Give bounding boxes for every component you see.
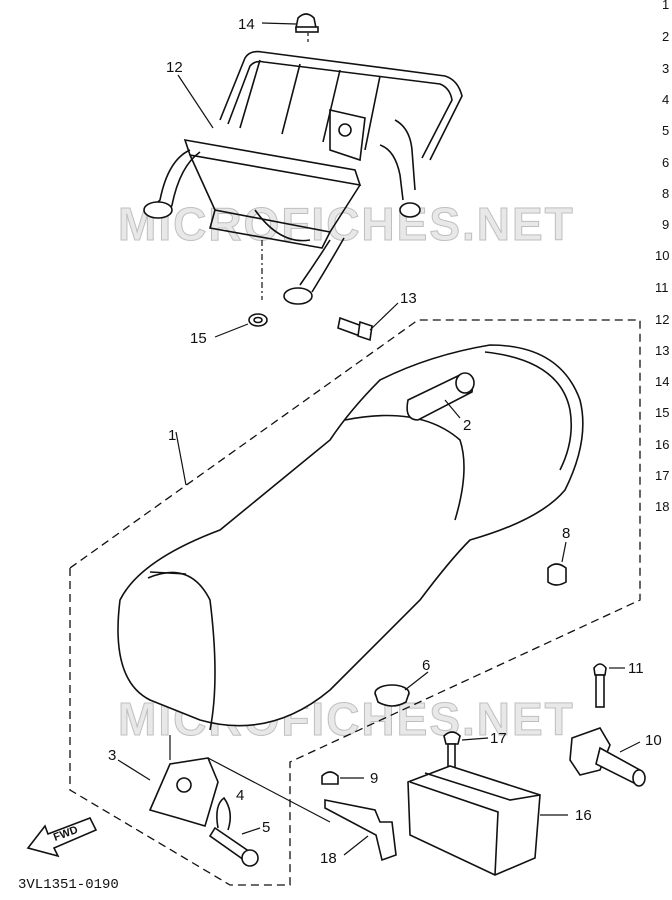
callout-5: 5 <box>262 819 270 836</box>
rear-carrier-12 <box>143 50 463 305</box>
edge-number: 6 <box>662 155 669 170</box>
callout-12: 12 <box>166 59 183 76</box>
edge-number: 13 <box>655 343 669 358</box>
callout-labels: 14 12 13 15 1 2 8 6 11 10 17 9 3 4 5 16 … <box>108 16 662 867</box>
diagram-code: 3VL1351-0190 <box>18 877 119 893</box>
seat-lock-10 <box>569 727 646 787</box>
bolt-13 <box>337 302 399 342</box>
edge-number-list: 1 2 3 4 5 6 8 9 10 11 12 13 14 15 16 17 … <box>655 0 669 514</box>
edge-number: 12 <box>655 312 669 327</box>
clip-4 <box>216 796 232 831</box>
callout-2: 2 <box>463 417 471 434</box>
callout-10: 10 <box>645 732 662 749</box>
cap-nut-14 <box>261 13 319 42</box>
edge-number: 15 <box>655 405 669 420</box>
edge-number: 14 <box>655 374 669 389</box>
forward-direction-arrow: FWD <box>26 816 98 858</box>
callout-18: 18 <box>320 850 337 867</box>
callout-3: 3 <box>108 747 116 764</box>
damper-2 <box>406 372 475 421</box>
tray-16 <box>407 765 568 876</box>
edge-number: 11 <box>655 280 669 295</box>
edge-number: 8 <box>662 186 669 201</box>
seat-1 <box>117 344 584 731</box>
callout-15: 15 <box>190 330 207 347</box>
grommet-8 <box>547 541 567 586</box>
callout-13: 13 <box>400 290 417 307</box>
edge-number: 3 <box>662 61 669 76</box>
hinge-3 <box>117 735 331 827</box>
callout-17: 17 <box>490 730 507 747</box>
callout-6: 6 <box>422 657 430 674</box>
callout-8: 8 <box>562 525 570 542</box>
callout-11: 11 <box>628 660 644 677</box>
edge-number: 4 <box>662 92 669 107</box>
edge-number: 5 <box>662 123 669 138</box>
edge-number: 17 <box>655 468 669 483</box>
edge-number: 9 <box>662 217 669 232</box>
bracket-18 <box>324 799 397 862</box>
seat-assembly-boundary <box>69 319 641 886</box>
edge-number: 10 <box>655 248 669 263</box>
callout-4: 4 <box>236 787 244 804</box>
edge-number: 18 <box>655 499 669 514</box>
damper-6 <box>374 671 429 707</box>
edge-number: 1 <box>662 0 669 12</box>
washer-15 <box>214 313 268 338</box>
pin-5 <box>208 826 261 867</box>
bolt-11 <box>593 663 625 708</box>
grommet-9 <box>321 771 364 785</box>
callout-1: 1 <box>168 427 176 444</box>
edge-number: 16 <box>655 437 669 452</box>
screw-17 <box>443 731 489 773</box>
callout-16: 16 <box>575 807 592 824</box>
callout-14: 14 <box>238 16 255 33</box>
callout-9: 9 <box>370 770 378 787</box>
edge-number: 2 <box>662 29 669 44</box>
